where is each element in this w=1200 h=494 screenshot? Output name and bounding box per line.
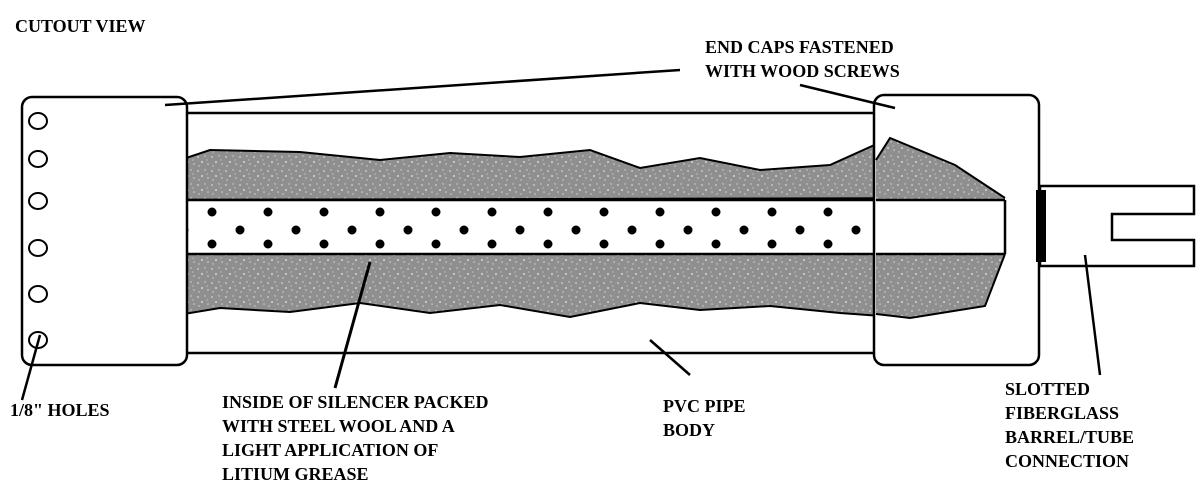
perforation-dot: [375, 239, 385, 249]
perforation-dot: [655, 239, 665, 249]
leader-end-caps-right: [799, 83, 896, 110]
end-caps-label: END CAPS FASTENED WITH WOOD SCREWS: [705, 35, 900, 83]
perforation-dot: [319, 207, 329, 217]
perforation-dot: [235, 225, 245, 235]
slotted-barrel-connection: [1038, 184, 1196, 268]
perforation-dot: [543, 239, 553, 249]
perforation-dot: [711, 239, 721, 249]
perforation-dot: [487, 207, 497, 217]
perforation-dot: [851, 225, 861, 235]
inside-label: INSIDE OF SILENCER PACKED WITH STEEL WOO…: [222, 390, 489, 486]
leader-barrel: [1083, 254, 1102, 376]
leader-pvc: [649, 339, 691, 376]
perforation-dot: [347, 225, 357, 235]
perforation-dot: [263, 207, 273, 217]
perforation-dot: [739, 225, 749, 235]
perforation-dot: [263, 239, 273, 249]
perforation-dot: [795, 225, 805, 235]
end-cap-hole: [28, 285, 48, 303]
perforation-dot: [711, 207, 721, 217]
barrel-label-line: FIBERGLASS: [1005, 403, 1120, 423]
barrel-label-line: BARREL/TUBE: [1005, 427, 1135, 447]
steel-wool-right-outline-bottom: [875, 253, 1006, 320]
barrel-label: SLOTTED FIBERGLASS BARREL/TUBE CONNECTIO…: [1005, 377, 1134, 473]
end-caps-label-line: END CAPS FASTENED: [705, 37, 894, 57]
end-caps-label-line: WITH WOOD SCREWS: [705, 61, 900, 81]
steel-wool-right-outline-top: [875, 136, 1006, 199]
barrel-collar: [1036, 190, 1046, 262]
inside-label-line: LIGHT APPLICATION OF: [222, 440, 439, 460]
steel-wool-upper-right: [876, 138, 1005, 200]
perforation-dot: [599, 207, 609, 217]
diagram-title: CUTOUT VIEW: [15, 16, 146, 36]
inside-label-line: INSIDE OF SILENCER PACKED: [222, 392, 489, 412]
barrel-label-line: CONNECTION: [1005, 451, 1130, 471]
perforation-dot: [431, 207, 441, 217]
steel-wool-lower-right: [876, 254, 1005, 318]
perforation-dot: [543, 207, 553, 217]
end-cap-hole: [28, 112, 48, 130]
perforation-dot: [767, 239, 777, 249]
perforation-dot: [571, 225, 581, 235]
steel-wool-upper: [87, 136, 1009, 201]
pvc-label: PVC PIPE BODY: [663, 394, 746, 442]
leader-end-caps-left: [164, 68, 681, 107]
perforation-dot: [655, 207, 665, 217]
barrel-label-line: SLOTTED: [1005, 379, 1091, 399]
holes-label: 1/8" HOLES: [10, 400, 110, 420]
pvc-label-line: BODY: [663, 420, 716, 440]
perforation-dot: [207, 239, 217, 249]
left-end-cap: [20, 95, 189, 367]
end-cap-hole: [28, 239, 48, 257]
perforation-dot: [823, 239, 833, 249]
perforation-dot: [431, 239, 441, 249]
end-cap-hole: [28, 150, 48, 168]
perforation-dot: [319, 239, 329, 249]
steel-wool-lower: [85, 253, 1007, 320]
perforation-dot: [291, 225, 301, 235]
perforation-dot: [487, 239, 497, 249]
perforation-dot: [375, 207, 385, 217]
perforation-dot: [515, 225, 525, 235]
perforation-dot: [823, 207, 833, 217]
perforation-dot: [207, 207, 217, 217]
perforation-dot: [403, 225, 413, 235]
end-cap-hole: [28, 192, 48, 210]
perforation-dot: [683, 225, 693, 235]
leader-inside: [333, 261, 372, 389]
perforation-dot: [599, 239, 609, 249]
perforation-dot: [767, 207, 777, 217]
inside-label-line: WITH STEEL WOOL AND A: [222, 416, 455, 436]
perforation-dot: [459, 225, 469, 235]
leader-holes: [20, 334, 42, 401]
inside-label-line: LITIUM GREASE: [222, 464, 369, 484]
perforation-dot: [627, 225, 637, 235]
pvc-label-line: PVC PIPE: [663, 396, 746, 416]
right-end-cap: [872, 93, 1041, 367]
